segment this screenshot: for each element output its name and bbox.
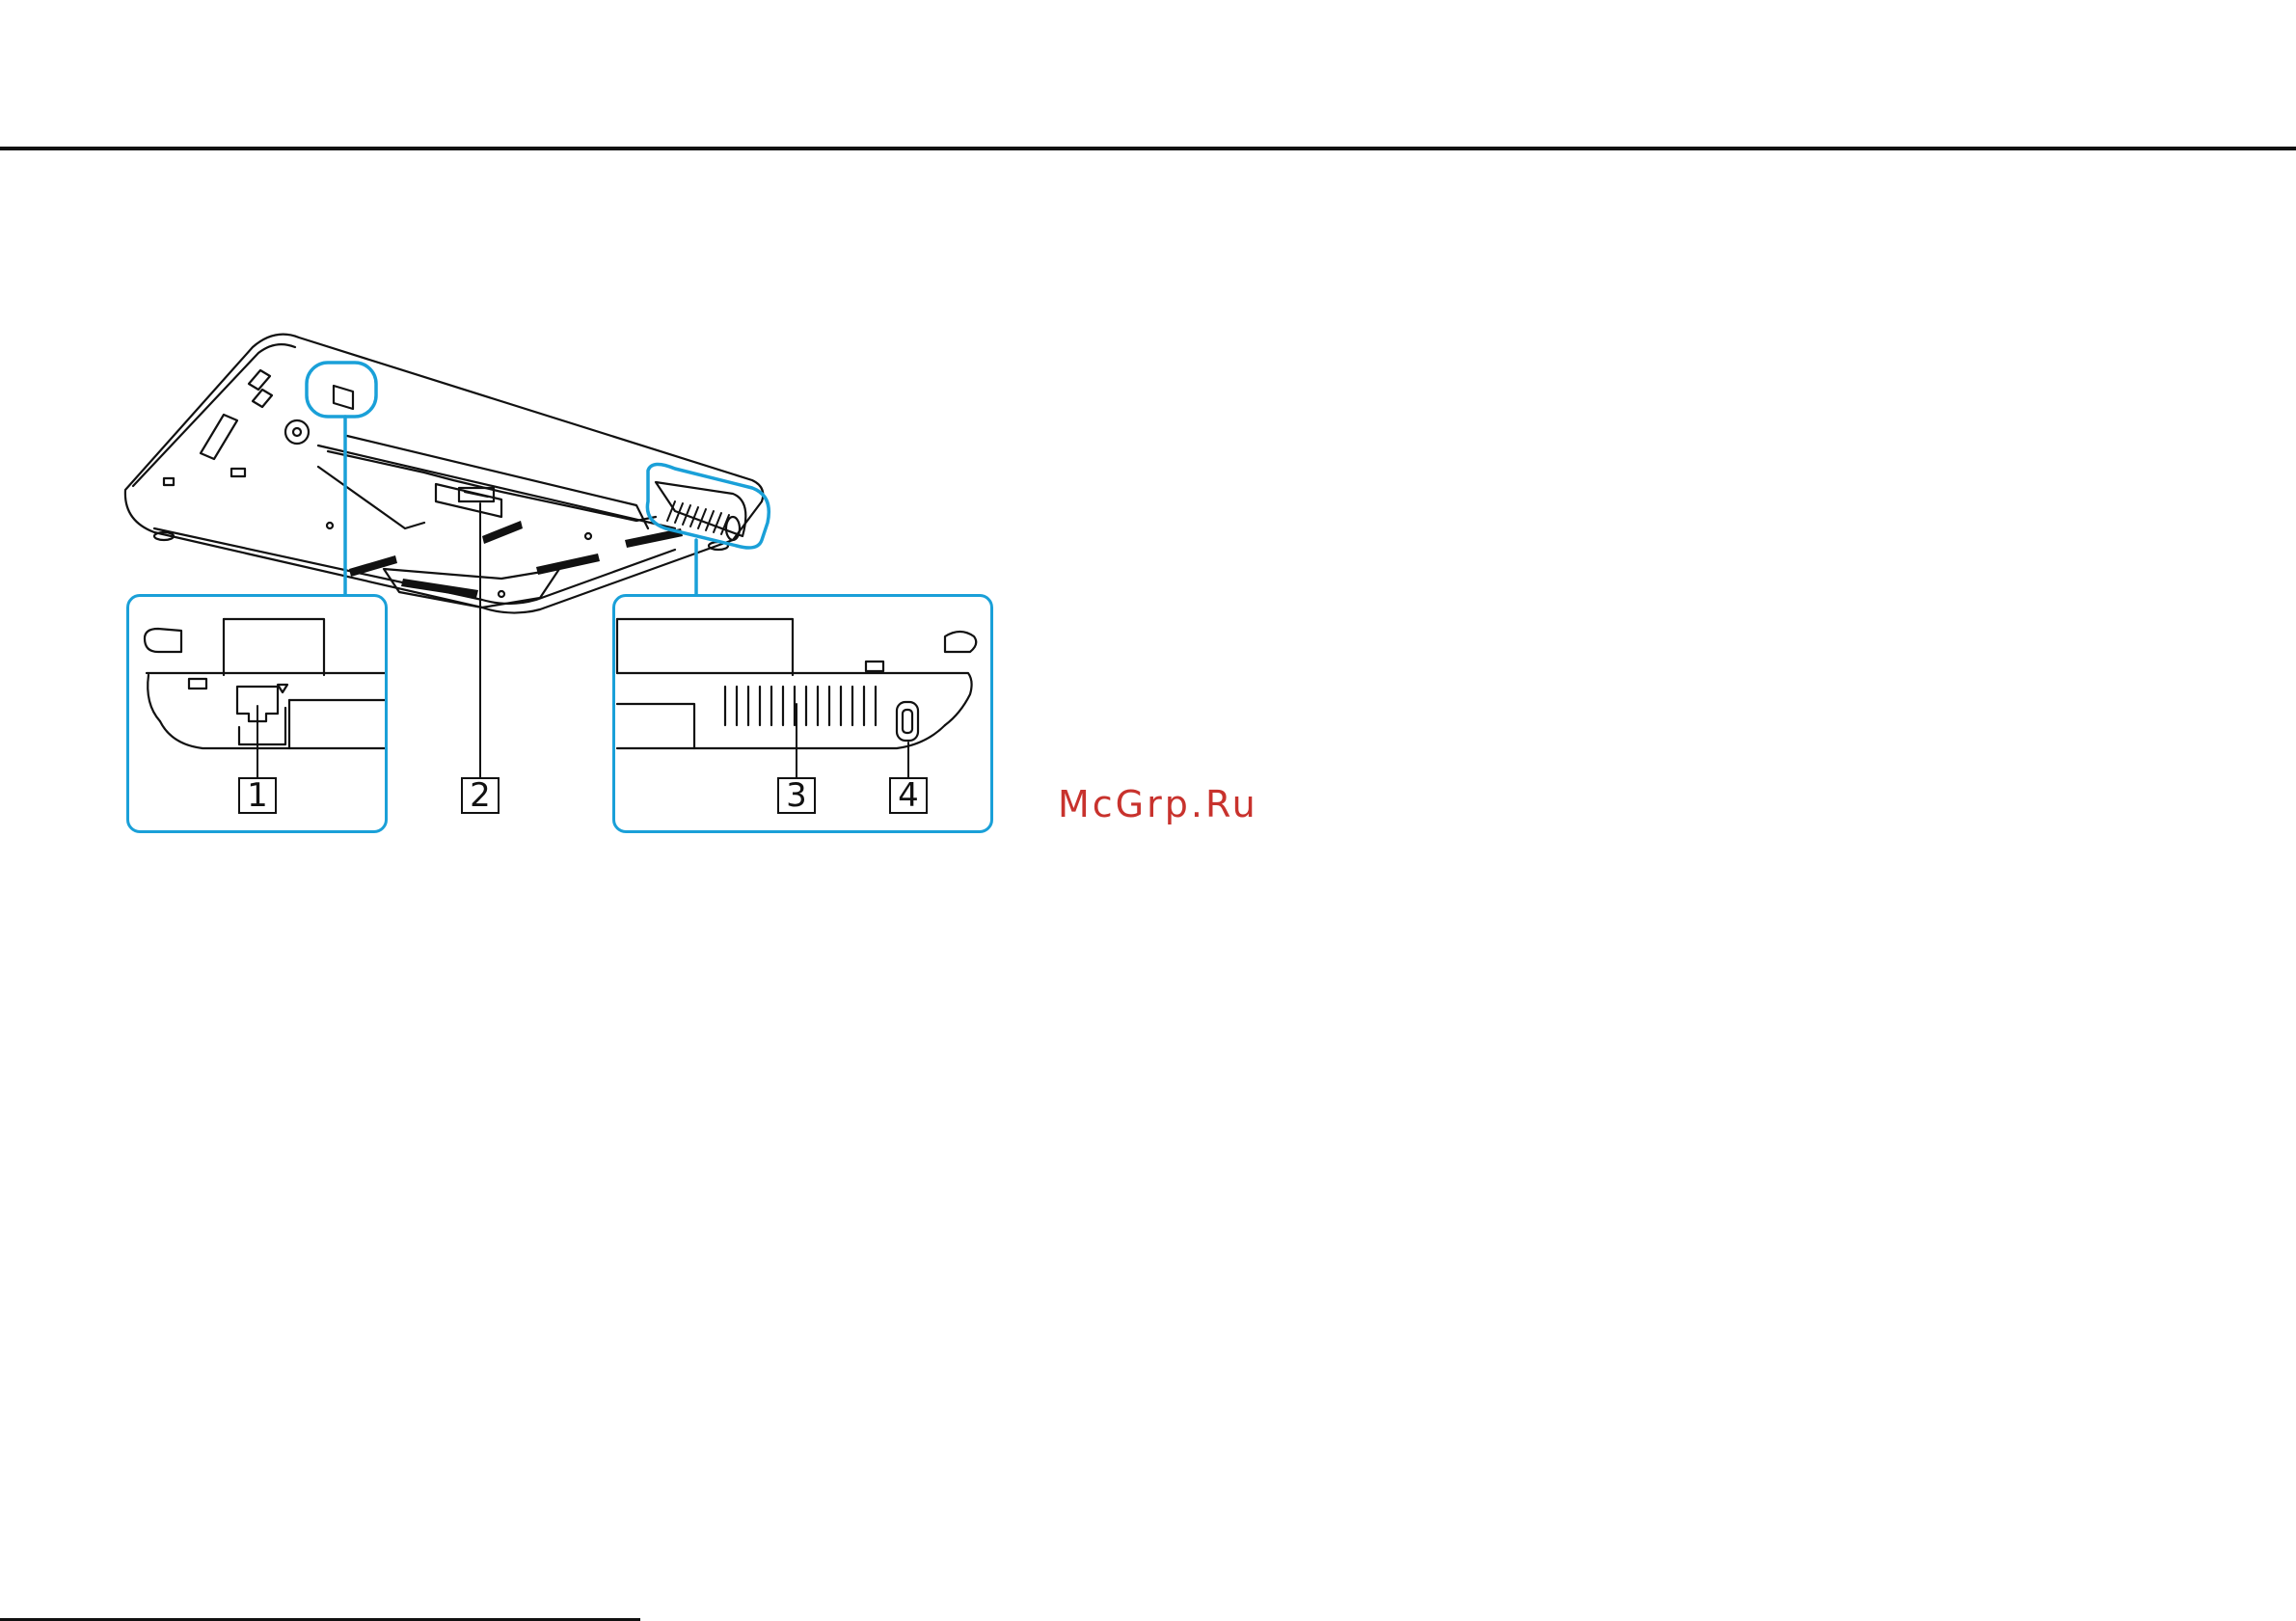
callout-4-security-slot: 4 <box>889 777 928 814</box>
laptop-back-view-figure: 1 2 3 4 <box>0 0 1022 849</box>
laptop-body <box>125 335 763 613</box>
callout-2-battery-connector: 2 <box>461 777 500 814</box>
callout-3-air-vent: 3 <box>777 777 816 814</box>
callout-1-network-port: 1 <box>238 777 277 814</box>
watermark-text: McGrp.Ru <box>1058 783 1258 825</box>
highlight-ellipses <box>307 363 769 594</box>
